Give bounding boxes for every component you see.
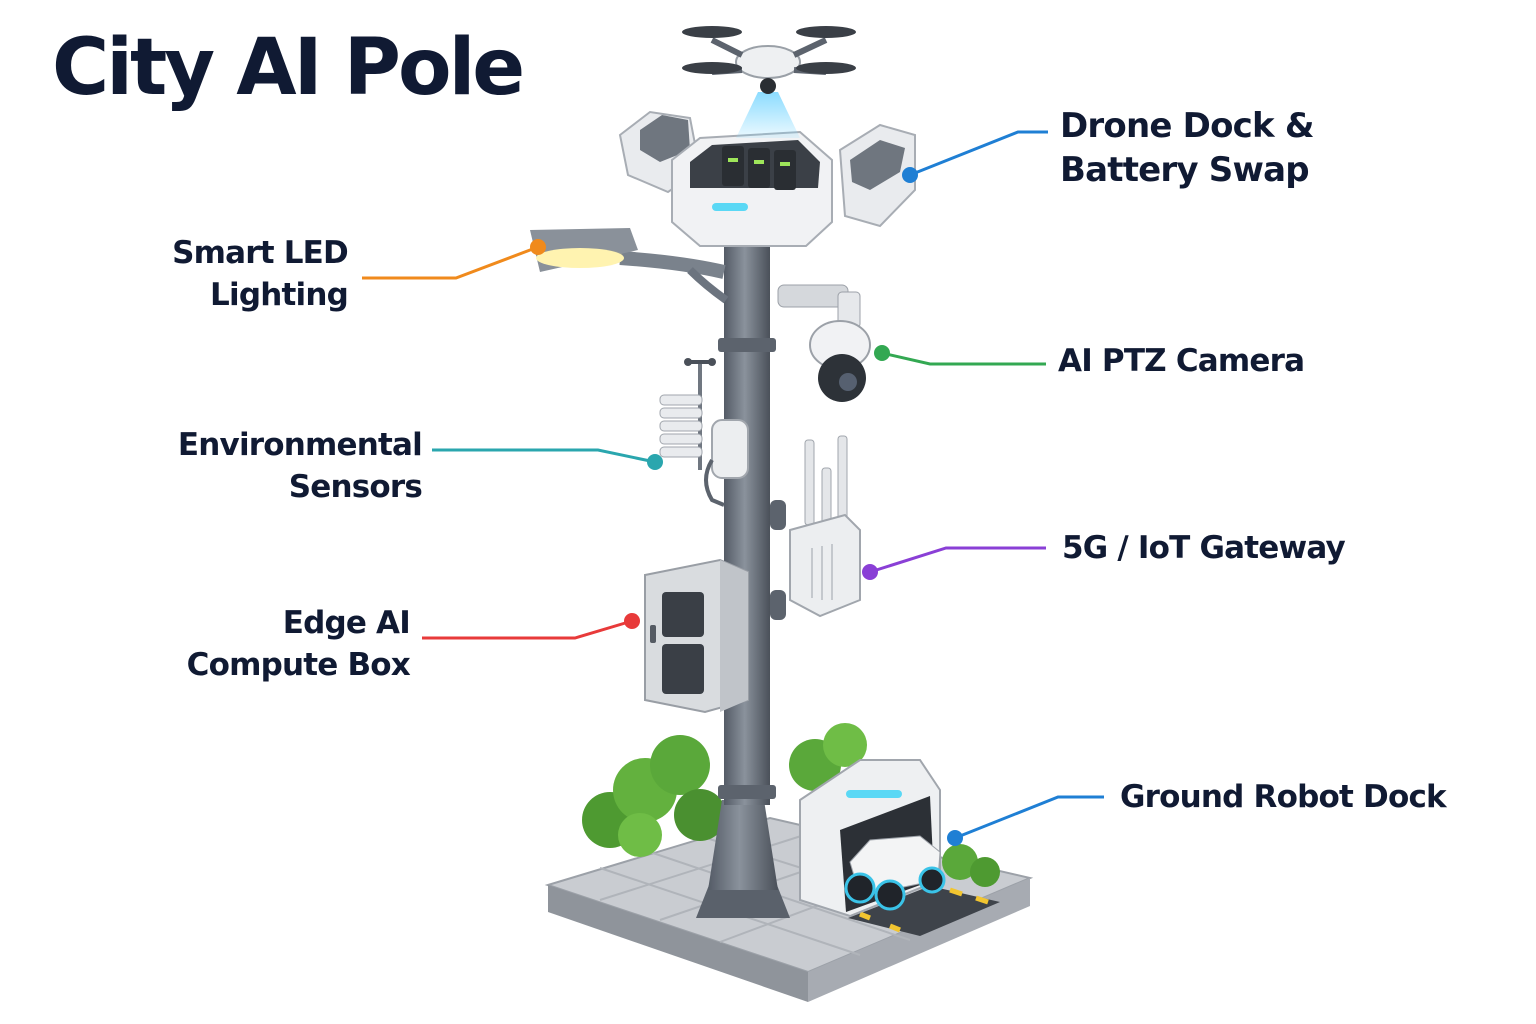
leader-ptz-camera	[874, 345, 1046, 366]
shrubs-left	[582, 735, 726, 857]
environmental-sensors	[659, 358, 749, 507]
label-edge-compute: Edge AI Compute Box	[186, 605, 411, 683]
leader-robot-dock	[947, 795, 1104, 846]
drone	[682, 26, 856, 138]
robot-dock	[799, 759, 946, 918]
edge-compute-box	[644, 558, 749, 714]
iot-gateway	[789, 435, 861, 618]
pole	[696, 245, 790, 918]
leader-gateway	[862, 546, 1046, 580]
drone-dock	[618, 110, 916, 247]
leader-edge-compute	[422, 613, 640, 640]
leader-smart-led	[362, 239, 546, 280]
label-ptz-camera: AI PTZ Camera	[1058, 343, 1305, 379]
streetlight	[530, 228, 729, 304]
leader-env-sensors	[432, 448, 663, 470]
label-smart-led: Smart LED Lighting	[172, 235, 349, 313]
label-env-sensors: Environmental Sensors	[177, 427, 423, 505]
label-drone-dock: Drone Dock & Battery Swap	[1060, 106, 1314, 190]
leader-drone-dock	[902, 130, 1048, 183]
ptz-camera	[777, 284, 871, 402]
label-gateway: 5G / IoT Gateway	[1062, 530, 1346, 566]
page-title: City AI Pole	[52, 23, 525, 113]
shrubs-right	[789, 723, 1000, 887]
label-robot-dock: Ground Robot Dock	[1120, 779, 1447, 815]
